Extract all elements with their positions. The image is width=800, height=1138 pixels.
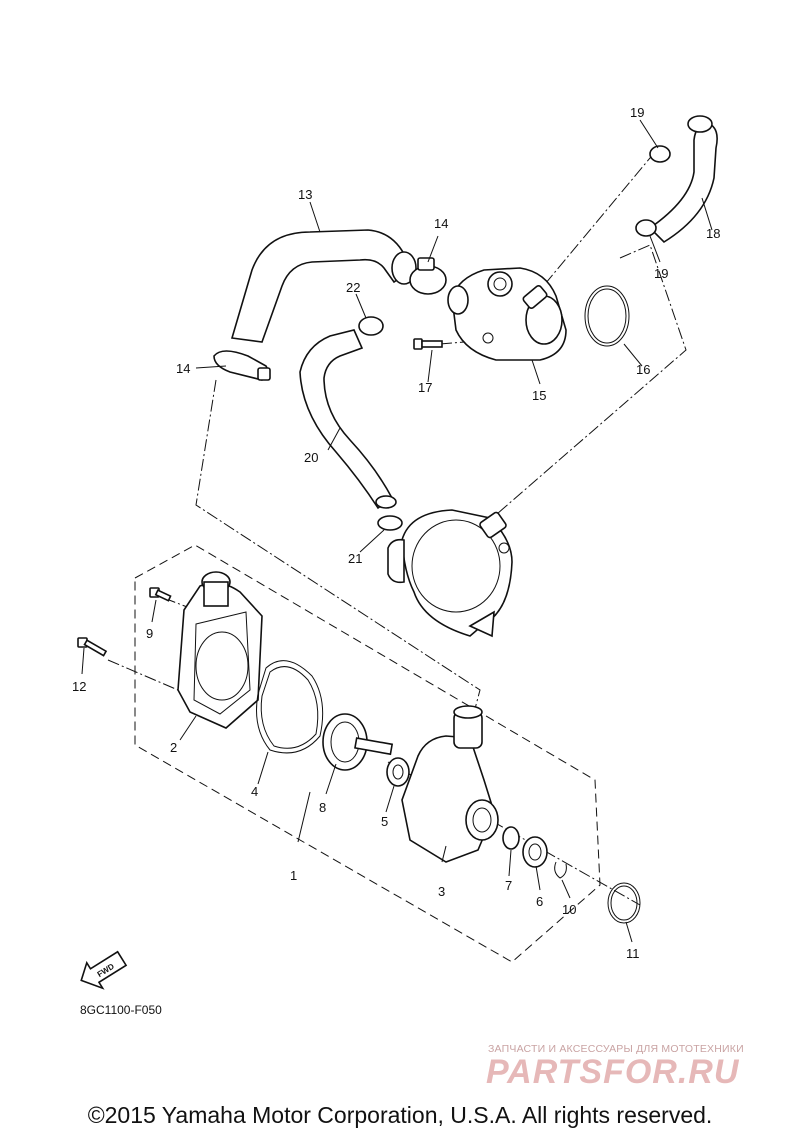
watermark-tagline: ЗАПЧАСТИ И АКСЕССУАРЫ ДЛЯ МОТОТЕХНИКИ <box>488 1043 744 1055</box>
leader-lines <box>81 119 713 943</box>
bolt-17 <box>413 338 443 350</box>
hose-13 <box>230 229 416 343</box>
clamp-14-lower-screw <box>257 367 271 381</box>
callout-22: 22 <box>346 280 360 295</box>
callout-19-lower: 19 <box>654 266 668 281</box>
callout-6: 6 <box>536 894 543 909</box>
bolt-12 <box>77 637 108 657</box>
callout-18: 18 <box>706 226 720 241</box>
hose-18 <box>648 123 718 244</box>
watermark-logo: PARTSFOR.RU <box>486 1053 740 1091</box>
o-ring-16 <box>584 285 630 347</box>
chain-line-hose-18 <box>539 151 656 291</box>
seal-5-inner <box>392 764 404 780</box>
circlip-10 <box>554 861 567 879</box>
callout-3: 3 <box>438 884 445 899</box>
pump-cover-housing <box>387 509 513 638</box>
callout-16: 16 <box>636 362 650 377</box>
chain-line-right <box>489 244 687 521</box>
diagram-code: 8GC1100-F050 <box>80 1003 162 1017</box>
impeller-8 <box>322 713 394 771</box>
callout-20: 20 <box>304 450 318 465</box>
callout-11: 11 <box>626 946 640 961</box>
callout-14-lower: 14 <box>176 361 190 376</box>
clamp-19-lower <box>635 219 657 237</box>
callout-13: 13 <box>298 187 312 202</box>
callout-14-upper: 14 <box>434 216 448 231</box>
callout-19-upper: 19 <box>630 105 644 120</box>
callout-9: 9 <box>146 626 153 641</box>
o-ring-11-inner <box>610 885 638 921</box>
callout-8: 8 <box>319 800 326 815</box>
hose-18-top <box>687 115 713 133</box>
assembly-boundary <box>134 544 601 963</box>
callout-17: 17 <box>418 380 432 395</box>
clamp-22 <box>358 316 384 336</box>
clamp-21 <box>377 515 403 531</box>
o-ring-16-inner <box>587 288 627 344</box>
callout-1: 1 <box>290 868 297 883</box>
callout-5: 5 <box>381 814 388 829</box>
pump-body-3 <box>401 705 499 863</box>
chain-line-bolt-9 <box>163 597 201 613</box>
thermostat-housing-15 <box>447 267 567 361</box>
hose-20-end <box>375 495 397 509</box>
callout-21: 21 <box>348 551 362 566</box>
clamp-14-upper-screw <box>417 257 435 271</box>
pump-cover-2 <box>177 571 263 729</box>
callout-2: 2 <box>170 740 177 755</box>
bearing-6 <box>522 836 548 868</box>
chain-line-left <box>195 379 481 721</box>
bearing-6-inner <box>528 843 542 861</box>
hose-20 <box>299 329 394 510</box>
chain-line-bolt-12 <box>107 659 179 691</box>
fwd-arrow-icon: FWD <box>80 950 128 990</box>
copyright-notice: ©2015 Yamaha Motor Corporation, U.S.A. A… <box>87 1102 713 1128</box>
gasket-4-inner <box>260 666 319 749</box>
callout-7: 7 <box>505 878 512 893</box>
clamp-19-upper <box>649 145 671 163</box>
bolt-9 <box>149 587 172 602</box>
callout-4: 4 <box>251 784 258 799</box>
o-ring-11 <box>607 882 641 924</box>
callout-15: 15 <box>532 388 546 403</box>
seal-5 <box>386 757 410 787</box>
seal-7 <box>502 826 520 850</box>
callout-12: 12 <box>72 679 86 694</box>
gasket-4 <box>256 660 324 754</box>
callout-10: 10 <box>562 902 576 917</box>
